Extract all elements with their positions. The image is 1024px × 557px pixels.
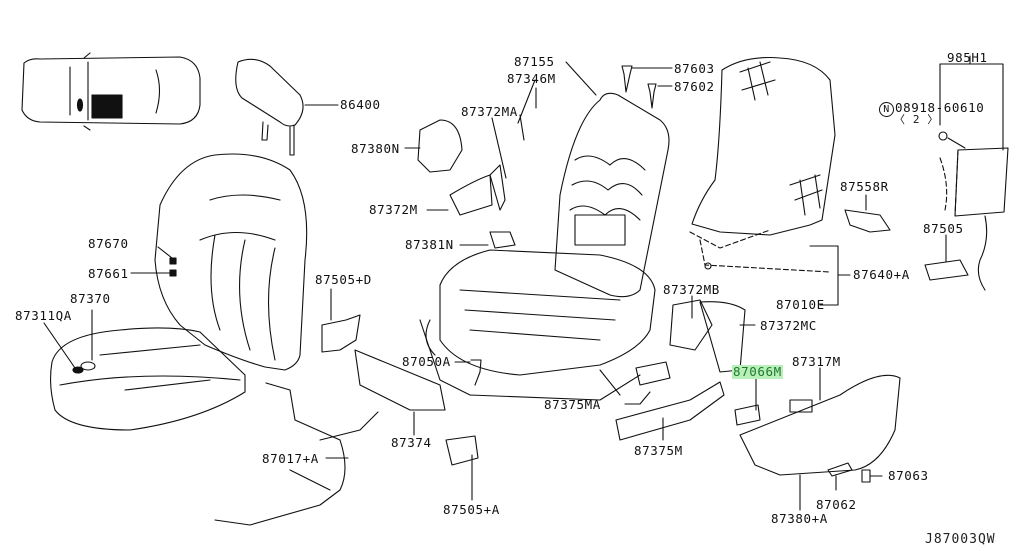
fasteners-part [470,65,712,386]
trim-covers-part [321,119,969,483]
seatback-panel-part [689,56,836,273]
side-airbag-part [938,55,1009,291]
label-87311QA[interactable]: 87311QA [15,308,72,323]
label-87062[interactable]: 87062 [816,497,857,512]
label-87374[interactable]: 87374 [391,435,432,450]
car-locator-icon [21,52,201,131]
label-87603[interactable]: 87603 [674,61,715,76]
diagram-code: J87003QW [925,532,996,547]
label-87372M[interactable]: 87372M [369,202,418,217]
label-87375M[interactable]: 87375M [634,443,683,458]
label-87558R[interactable]: 87558R [840,179,889,194]
label-87372MB[interactable]: 87372MB [663,282,720,297]
label-08918-qty: 〈 2 〉 [894,113,939,126]
label-87602[interactable]: 87602 [674,79,715,94]
label-87380-A[interactable]: 87380+A [771,511,828,526]
label-87066M-highlighted[interactable]: 87066M [732,364,783,379]
label-87381N[interactable]: 87381N [405,237,454,252]
leader-lines [43,61,947,511]
label-87375MA[interactable]: 87375MA [544,397,601,412]
label-87505-A[interactable]: 87505+A [443,502,500,517]
label-08918-60610-text: 08918-60610 [895,100,985,115]
label-87661[interactable]: 87661 [88,266,129,281]
label-87505[interactable]: 87505 [923,221,964,236]
label-87050A[interactable]: 87050A [402,354,451,369]
seat-frame-part [419,79,670,401]
n-mark-icon: N [879,102,894,117]
label-87346M[interactable]: 87346M [507,71,556,86]
label-985H1[interactable]: 985H1 [947,50,988,65]
label-87017-A[interactable]: 87017+A [262,451,319,466]
seatback-trim-part [154,153,308,371]
label-87380N[interactable]: 87380N [351,141,400,156]
label-87155[interactable]: 87155 [514,54,555,69]
label-87372MC[interactable]: 87372MC [760,318,817,333]
label-87063[interactable]: 87063 [888,468,929,483]
label-87370[interactable]: 87370 [70,291,111,306]
label-86400[interactable]: 86400 [340,97,381,112]
label-87640-A[interactable]: 87640+A [853,267,910,282]
label-87010E[interactable]: 87010E [776,297,825,312]
label-87505-D[interactable]: 87505+D [315,272,372,287]
label-87317M[interactable]: 87317M [792,354,841,369]
label-87372MA[interactable]: 87372MA [461,104,518,119]
label-87670[interactable]: 87670 [88,236,129,251]
headrest-part [235,58,339,156]
wire-harness-part [214,382,379,526]
cushion-trim-part [49,327,246,431]
